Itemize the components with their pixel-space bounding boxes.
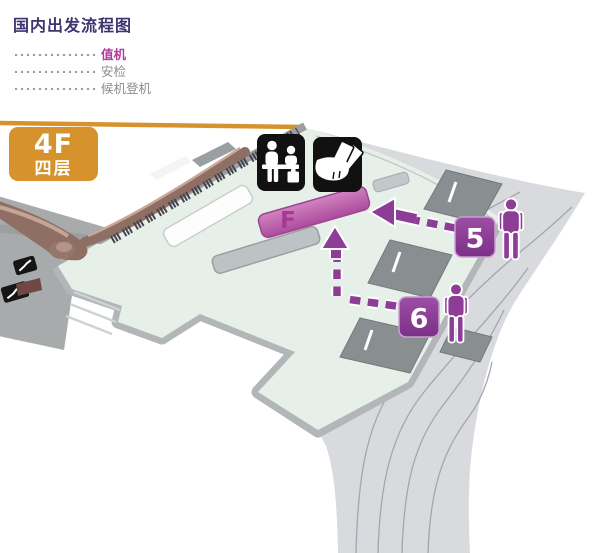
- entrance-door-slits: [363, 181, 458, 351]
- escalator-icon: [13, 255, 38, 276]
- legend-dotted-line: [13, 85, 97, 90]
- flow-path-entrance6: [319, 224, 397, 312]
- checkin-counter-row: [109, 127, 301, 244]
- wall-structure: [192, 142, 236, 167]
- entrance-6-badge: 6: [398, 296, 440, 338]
- stair-steps: [65, 290, 121, 336]
- island-white: [162, 184, 254, 248]
- floor-level-name: 四层: [34, 158, 73, 179]
- wall-structure: [150, 156, 191, 180]
- entrance-5-badge: 5: [454, 216, 496, 258]
- checkin-counter-icon: [257, 134, 305, 191]
- flow-path-entrance5: [368, 196, 457, 234]
- arrow-to-checkin-F: [368, 196, 396, 229]
- checkin-island-label: F: [280, 208, 296, 234]
- entrance-5-label: 5: [466, 224, 485, 255]
- arrow-to-checkin-F: [319, 224, 351, 250]
- legend-row-checkin: 值机: [13, 45, 151, 62]
- legend-dotted-line: [13, 68, 97, 73]
- legend-row-boarding: 候机登机: [13, 79, 151, 96]
- boarding-pass-icon: [313, 137, 364, 192]
- floor-pointer-line: [0, 120, 304, 130]
- canopy-end: [16, 278, 42, 296]
- island-gray: [211, 226, 321, 274]
- legend-row-security: 安检: [13, 62, 151, 79]
- checkin-island-F: [257, 185, 371, 239]
- floor-badge: 4F 四层: [9, 127, 98, 181]
- page-title: 国内出发流程图: [13, 16, 133, 35]
- legend-label-checkin: 值机: [101, 47, 127, 62]
- legend-label-security: 安检: [101, 64, 127, 79]
- entrance-6-label: 6: [410, 304, 429, 335]
- legend-dotted-line: [13, 51, 97, 56]
- floor-level: 4F: [33, 128, 74, 160]
- legend-label-boarding: 候机登机: [101, 81, 152, 96]
- island-gray-small: [372, 171, 410, 193]
- header: 国内出发流程图 值机 安检 候机登机: [13, 12, 151, 96]
- canopy: [0, 146, 250, 261]
